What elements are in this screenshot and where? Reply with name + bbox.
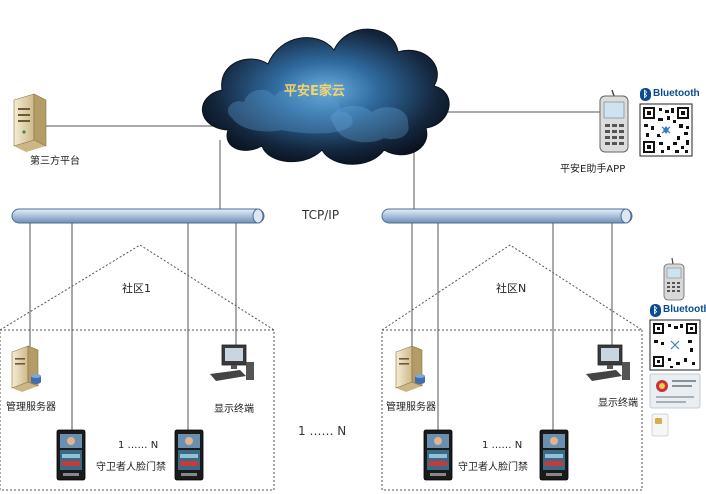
network-protocol-label: TCP/IP bbox=[302, 208, 340, 222]
cloud-shape bbox=[202, 28, 450, 165]
community-n-face-door-right bbox=[539, 429, 569, 481]
community-1-door-label: 守卫者人脸门禁 bbox=[96, 462, 166, 473]
community-n-outline bbox=[381, 244, 643, 491]
community-1-display-terminal-icon bbox=[210, 344, 254, 381]
communities-range-label: 1 …… N bbox=[298, 424, 347, 438]
community-1-links bbox=[29, 223, 237, 430]
third-party-server-icon bbox=[13, 93, 47, 152]
community-n-server-icon bbox=[395, 345, 425, 392]
community-n-label: 社区N bbox=[496, 282, 527, 295]
community-1-server-icon bbox=[11, 345, 41, 392]
community-n-face-door-left bbox=[423, 429, 453, 481]
community-1-outline bbox=[0, 244, 275, 491]
bluetooth-icon: ᛒ bbox=[650, 304, 661, 317]
community-1-face-door-left bbox=[56, 429, 86, 481]
community-n-links bbox=[411, 223, 613, 430]
cloud-label: 平安E家云 bbox=[284, 84, 345, 99]
community-1-label: 社区1 bbox=[122, 282, 151, 295]
side-phone-icon bbox=[663, 257, 685, 301]
bluetooth-label: Bluetooth bbox=[653, 88, 700, 99]
smart-card-icon bbox=[651, 413, 669, 437]
community-1-server-label: 管理服务器 bbox=[6, 402, 56, 413]
community-1-face-door-right bbox=[174, 429, 204, 481]
mobile-phone-icon bbox=[599, 89, 629, 153]
bluetooth-icon: ᛒ bbox=[640, 88, 651, 101]
community-n-door-label: 守卫者人脸门禁 bbox=[458, 462, 528, 473]
community-n-display-label: 显示终端 bbox=[598, 398, 638, 409]
qr-code-icon bbox=[639, 103, 693, 157]
community-1-range-label: 1 …… N bbox=[118, 440, 159, 451]
community-n-server-label: 管理服务器 bbox=[386, 402, 436, 413]
id-card-icon bbox=[649, 373, 701, 409]
third-party-label: 第三方平台 bbox=[30, 156, 80, 167]
bus-right bbox=[381, 208, 633, 224]
mobile-app-label: 平安E助手APP bbox=[560, 164, 626, 175]
community-n-display-terminal-icon bbox=[586, 344, 630, 381]
bluetooth-label: Bluetooth bbox=[663, 304, 706, 315]
community-1-display-label: 显示终端 bbox=[214, 404, 254, 415]
bus-left bbox=[11, 208, 265, 224]
community-n-range-label: 1 …… N bbox=[482, 440, 523, 451]
side-qr-code-icon bbox=[649, 319, 701, 371]
